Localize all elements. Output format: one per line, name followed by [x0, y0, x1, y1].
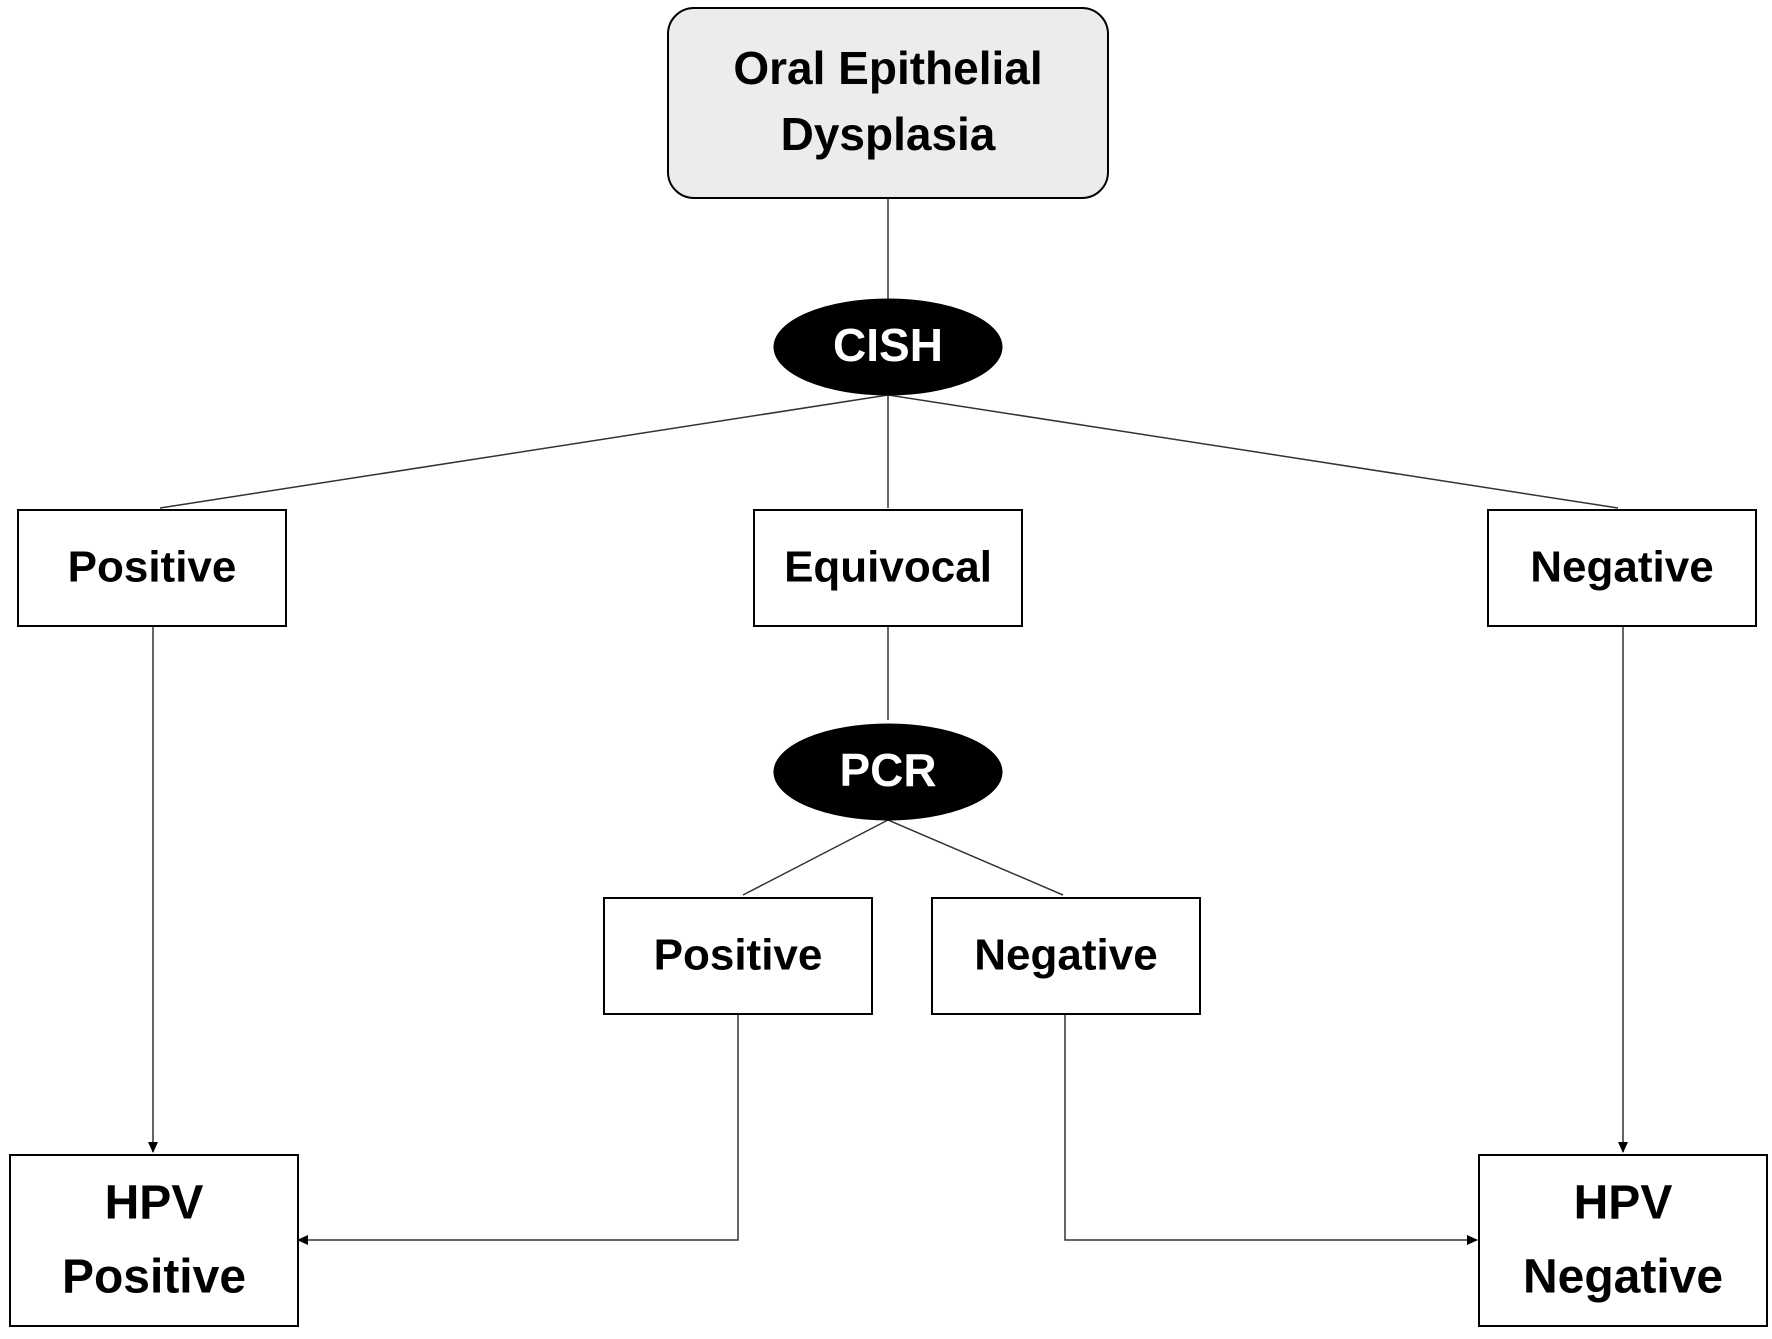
pcr-node: PCR	[773, 723, 1003, 821]
pcr-negative-label: Negative	[974, 931, 1157, 980]
pcr-positive-label: Positive	[654, 931, 823, 980]
edge-cish-to-positive	[159, 394, 889, 509]
hpv-positive-node: HPV Positive	[9, 1154, 299, 1327]
cish-positive-label: Positive	[68, 543, 237, 592]
arrow-pcr-positive-to-hpv-positive	[297, 1014, 739, 1245]
root-label-line1: Oral Epithelial	[733, 42, 1042, 94]
connectors	[148, 198, 1628, 1245]
cish-negative-node: Negative	[1487, 509, 1757, 627]
pcr-positive-node: Positive	[603, 897, 873, 1015]
root-label-line2: Dysplasia	[781, 108, 996, 160]
hpv-negative-label-line1: HPV	[1574, 1177, 1673, 1230]
cish-negative-label: Negative	[1530, 543, 1713, 592]
cish-label: CISH	[833, 319, 943, 371]
edge-pcr-to-pcr-positive	[742, 819, 889, 896]
hpv-positive-label-line2: Positive	[62, 1251, 246, 1304]
pcr-label: PCR	[839, 744, 936, 796]
cish-equivocal-node: Equivocal	[753, 509, 1023, 627]
pcr-negative-node: Negative	[931, 897, 1201, 1015]
edge-pcr-to-pcr-negative	[887, 819, 1064, 896]
hpv-negative-node: HPV Negative	[1478, 1154, 1768, 1327]
cish-node: CISH	[773, 298, 1003, 396]
arrow-pcr-negative-to-hpv-negative	[1064, 1014, 1478, 1245]
hpv-positive-label-line1: HPV	[105, 1177, 204, 1230]
hpv-negative-label-line2: Negative	[1523, 1251, 1723, 1304]
root-node: Oral Epithelial Dysplasia	[667, 7, 1109, 199]
cish-equivocal-label: Equivocal	[784, 543, 992, 592]
cish-positive-node: Positive	[17, 509, 287, 627]
edge-cish-to-negative	[887, 394, 1619, 509]
